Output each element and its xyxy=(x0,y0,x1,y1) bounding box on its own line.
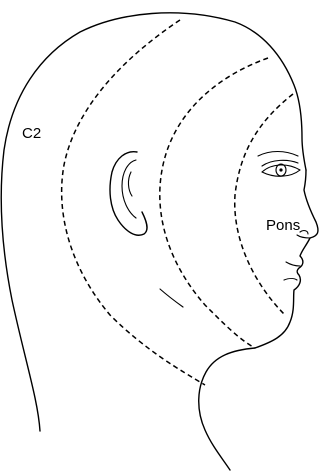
face-profile-lower xyxy=(255,238,310,348)
face-profile-upper xyxy=(304,170,318,238)
label-pons: Pons xyxy=(266,217,300,234)
neck-front-outline xyxy=(199,348,255,470)
dermatome-boundary-middle xyxy=(160,58,268,348)
eye-pupil xyxy=(279,168,282,171)
dermatome-boundary-anterior xyxy=(235,94,293,315)
eyebrow xyxy=(258,152,298,157)
dermatome-boundary-posterior xyxy=(62,20,205,385)
jaw-line xyxy=(160,289,183,307)
nostril xyxy=(300,231,308,234)
ear-antihelix xyxy=(128,172,132,196)
lower-lip-line xyxy=(284,279,297,281)
nose-bottom xyxy=(297,235,310,238)
head-outline xyxy=(1,13,306,431)
label-c2: C2 xyxy=(22,125,41,142)
mouth-line xyxy=(286,262,300,266)
